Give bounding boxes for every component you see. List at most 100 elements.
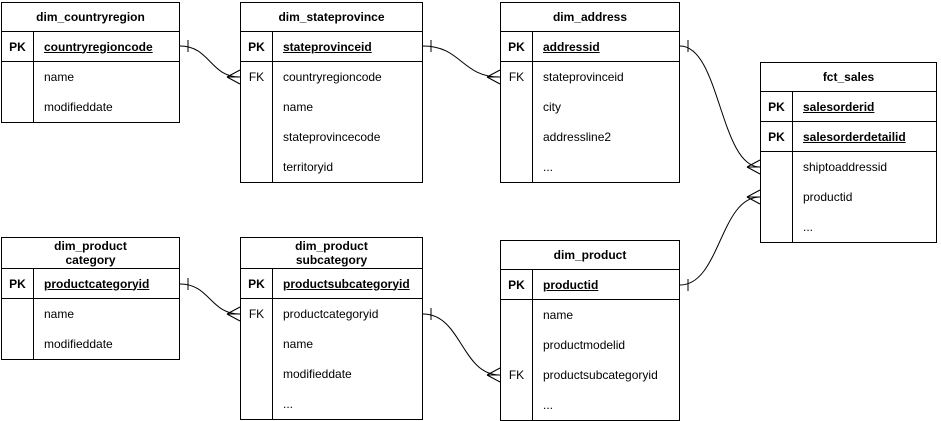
table-title: fct_sales	[761, 63, 936, 92]
many-cardinality-crowfoot	[486, 367, 501, 383]
attribute-row: city	[501, 92, 679, 122]
key-label-empty	[761, 182, 793, 212]
key-label-empty	[501, 330, 533, 360]
attribute-row: productmodelid	[501, 330, 679, 360]
key-label-empty	[241, 329, 273, 359]
key-attribute-row: PK productsubcategoryid	[241, 269, 422, 299]
attribute-name: city	[543, 100, 561, 114]
attribute-name: shiptoaddressid	[803, 160, 888, 174]
table-title-line: dim_stateprovince	[278, 10, 385, 24]
relationship-dim_product-to-fct_sales[interactable]	[679, 189, 761, 291]
attribute-name: name	[283, 100, 314, 114]
attribute-row: ...	[501, 152, 679, 182]
attribute-name: productmodelid	[543, 338, 626, 352]
table-title-line: dim_product	[295, 239, 368, 253]
attribute-row: productid	[761, 182, 936, 212]
attribute-name: ...	[283, 397, 294, 411]
table-title: dim_stateprovince	[241, 3, 422, 32]
table-title-line: category	[65, 253, 116, 267]
fk-label: FK	[241, 299, 273, 329]
relationship-dim_address-to-fct_sales[interactable]	[679, 40, 761, 175]
attribute-row: modifieddate	[2, 92, 179, 122]
attribute-name: countryregioncode	[283, 70, 382, 84]
pk-label: PK	[241, 269, 273, 298]
key-label-empty	[241, 92, 273, 122]
key-label-empty	[761, 152, 793, 182]
attribute-name: productsubcategoryid	[543, 368, 658, 382]
relationship-dim_countryregion-to-dim_stateprovince[interactable]	[179, 40, 241, 85]
attribute-name: name	[543, 308, 574, 322]
attribute-name: ...	[803, 220, 814, 234]
attribute-row: shiptoaddressid	[761, 152, 936, 182]
key-label-empty	[2, 299, 34, 329]
attribute-name: modifieddate	[283, 367, 352, 381]
key-label-empty	[241, 389, 273, 419]
pk-label: PK	[2, 269, 34, 298]
key-label-empty	[2, 329, 34, 359]
attribute-row: name	[2, 299, 179, 329]
attribute-row: addressline2	[501, 122, 679, 152]
key-label-empty	[501, 92, 533, 122]
pk-label: PK	[2, 32, 34, 61]
pk-label: PK	[761, 92, 793, 121]
key-label-empty	[761, 212, 793, 242]
attribute-row: name	[241, 92, 422, 122]
attribute-row: territoryid	[241, 152, 422, 182]
attribute-name: name	[283, 337, 314, 351]
many-cardinality-crowfoot	[226, 69, 241, 85]
table-title: dim_countryregion	[2, 3, 179, 32]
fk-label: FK	[241, 62, 273, 92]
table-title-line: subcategory	[295, 253, 368, 267]
attribute-name: name	[44, 307, 75, 321]
attribute-name: name	[44, 70, 75, 84]
key-attribute-row: PK productcategoryid	[2, 269, 179, 299]
key-label-empty	[2, 62, 34, 92]
attribute-row: ...	[241, 389, 422, 419]
attribute-name: productsubcategoryid	[283, 276, 410, 291]
attribute-name: productid	[803, 190, 853, 204]
attribute-name: addressline2	[543, 130, 612, 144]
relationship-dim_stateprovince-to-dim_address[interactable]	[422, 40, 501, 85]
many-cardinality-crowfoot	[746, 189, 761, 205]
key-label-empty	[241, 152, 273, 182]
relationship-line	[179, 283, 241, 315]
many-cardinality-crowfoot	[746, 159, 761, 175]
pk-label: PK	[501, 270, 533, 299]
key-label-empty	[241, 359, 273, 389]
attribute-row: modifieddate	[241, 359, 422, 389]
relationship-line	[422, 313, 501, 376]
attribute-row: FK productsubcategoryid	[501, 360, 679, 390]
table-title-line: dim_product	[553, 248, 627, 262]
relationship-dim_productsubcategory-to-dim_product[interactable]	[422, 308, 501, 383]
attribute-name: productcategoryid	[44, 276, 150, 291]
fk-label: FK	[501, 360, 533, 390]
attribute-row: ...	[501, 390, 679, 420]
attribute-name: modifieddate	[44, 337, 113, 351]
table-title-line: dim_countryregion	[36, 10, 145, 24]
relationship-line	[679, 196, 761, 286]
relationship-dim_productcategory-to-dim_productsubcategory[interactable]	[179, 278, 241, 322]
attribute-row: ...	[761, 212, 936, 242]
key-label-empty	[241, 122, 273, 152]
relationship-line	[179, 45, 241, 78]
pk-label: PK	[241, 32, 273, 61]
table-title-line: dim_address	[552, 10, 628, 24]
